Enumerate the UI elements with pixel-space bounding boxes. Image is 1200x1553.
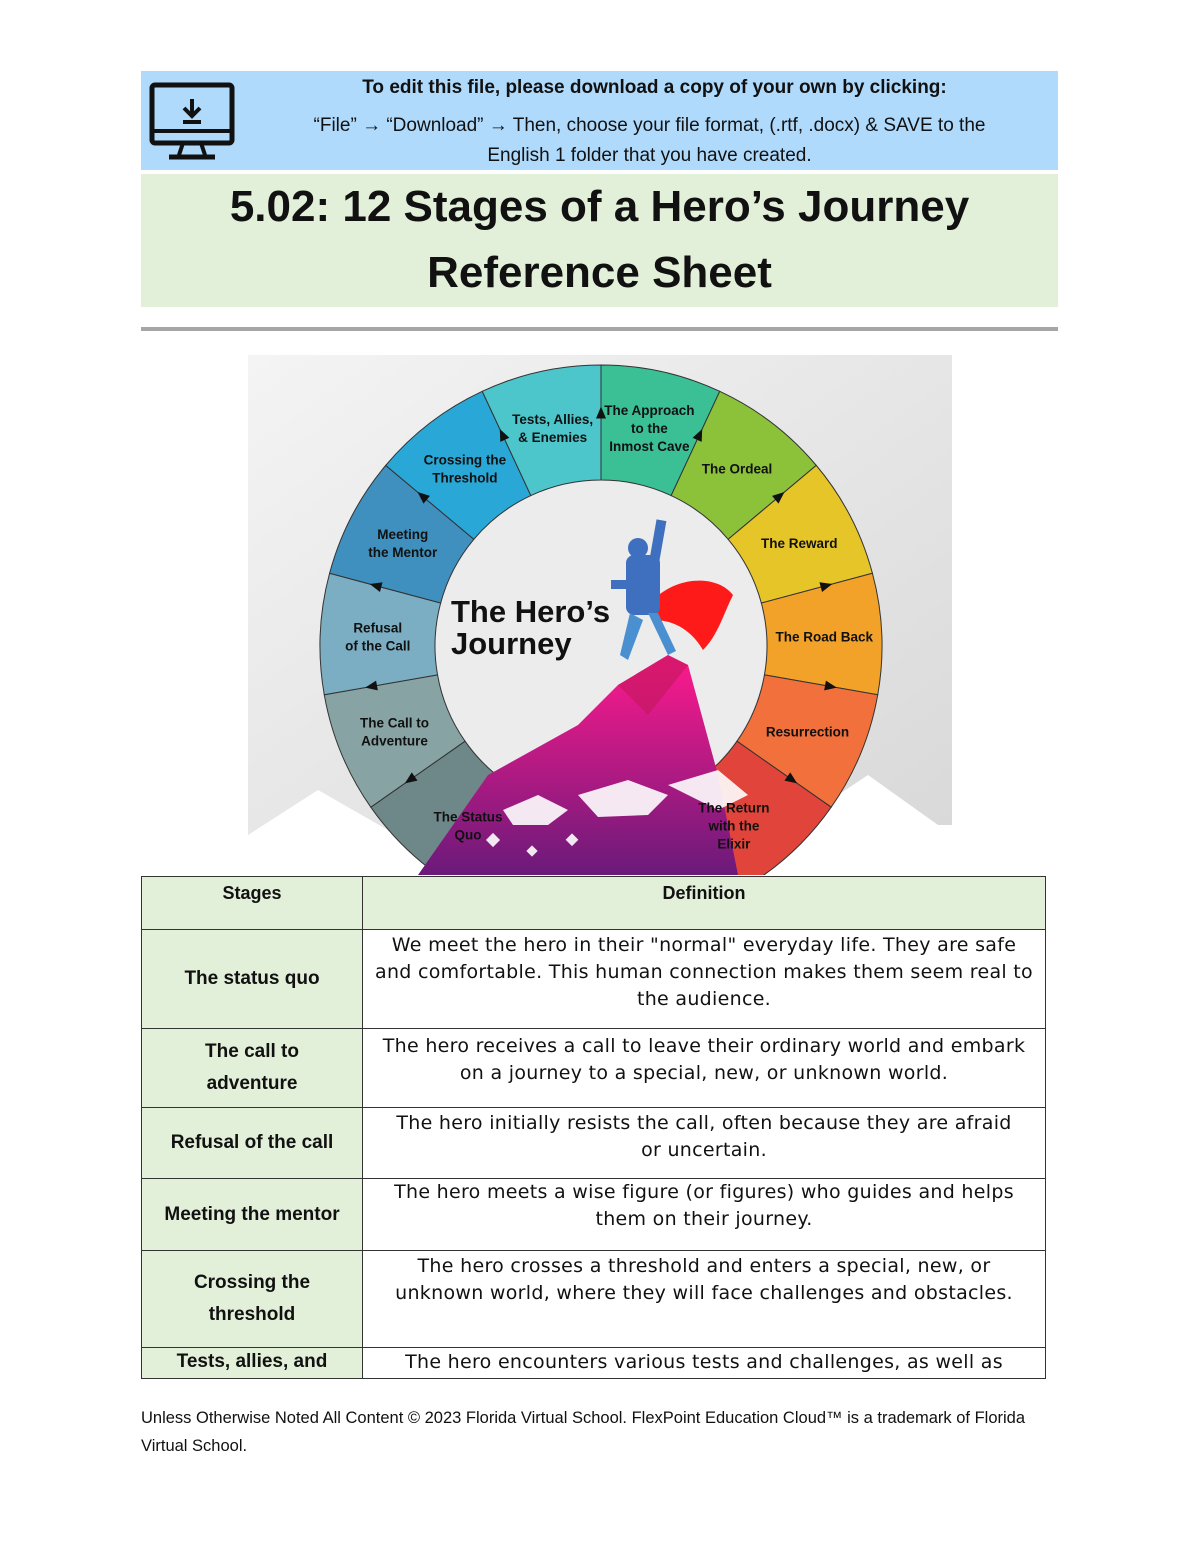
arrow-icon: [369, 582, 383, 592]
stage-label: The Reward: [761, 536, 838, 551]
arrow-icon: [499, 428, 510, 442]
page-title-line-1: 5.02: 12 Stages of a Hero’s Journey: [229, 182, 970, 231]
arrow-icon: [596, 406, 606, 419]
center-title-line-2: Journey: [451, 626, 572, 661]
stage-cell: Meeting the mentor: [141, 1178, 363, 1251]
definition-cell: The hero receives a call to leave their …: [362, 1028, 1046, 1108]
snow-hill-left: [248, 790, 428, 875]
copyright-footer: Unless Otherwise Noted All Content © 202…: [141, 1409, 1026, 1455]
table-header-row: Stages Definition: [141, 876, 1046, 930]
center-title: The Hero’s Journey: [451, 594, 610, 661]
page-title-line-2: Reference Sheet: [427, 248, 772, 297]
stage-cell: Refusal of the call: [141, 1107, 363, 1179]
divider: [141, 327, 1058, 331]
banner-line-3: English 1 folder that you have created.: [487, 145, 812, 166]
stage-cell: Crossing the threshold: [141, 1250, 363, 1348]
arrow-icon: [404, 772, 418, 784]
stage-cell: The call to adventure: [141, 1028, 363, 1108]
arrow-icon: [819, 582, 833, 592]
banner-line-2: “File” → “Download” → Then, choose your …: [313, 115, 986, 136]
stage-label: The Ordeal: [702, 462, 773, 477]
banner-instructions: “File” → “Download” → Then, choose your …: [241, 111, 1058, 171]
definition-cell: The hero initially resists the call, oft…: [362, 1107, 1046, 1179]
stages-table: Stages Definition The status quo We meet…: [141, 876, 1046, 1379]
definition-cell: The hero encounters various tests and ch…: [362, 1347, 1046, 1379]
definition-cell: The hero crosses a threshold and enters …: [362, 1250, 1046, 1348]
arrow-icon: [417, 492, 430, 504]
table-row: The status quo We meet the hero in their…: [141, 929, 1046, 1029]
table-row: Meeting the mentor The hero meets a wise…: [141, 1178, 1046, 1251]
arrow-icon: [365, 680, 378, 691]
table-row: Refusal of the call The hero initially r…: [141, 1107, 1046, 1179]
download-instructions-banner: To edit this file, please download a cop…: [141, 71, 1058, 170]
definition-cell: The hero meets a wise figure (or figures…: [362, 1178, 1046, 1251]
header-stages: Stages: [141, 876, 363, 930]
table-row: Tests, allies, and The hero encounters v…: [141, 1347, 1046, 1379]
monitor-download-icon: [149, 82, 235, 160]
stage-arrows: [365, 406, 837, 784]
stage-cell: Tests, allies, and: [141, 1347, 363, 1379]
header-definition: Definition: [362, 876, 1046, 930]
arrow-icon: [824, 680, 837, 691]
definition-cell: We meet the hero in their "normal" every…: [362, 929, 1046, 1029]
stage-label: Tests, Allies,& Enemies: [512, 412, 593, 445]
stage-cell: The status quo: [141, 929, 363, 1029]
mountain: [418, 655, 738, 875]
arrow-icon: [784, 772, 798, 784]
hero-figure: [611, 519, 733, 660]
stage-label: Resurrection: [766, 725, 849, 740]
arrow-icon: [772, 492, 785, 504]
page-title: 5.02: 12 Stages of a Hero’s Journey Refe…: [141, 174, 1058, 307]
table-row: Crossing the threshold The hero crosses …: [141, 1250, 1046, 1348]
mountain-shade: [618, 655, 688, 715]
banner-heading: To edit this file, please download a cop…: [362, 77, 947, 98]
snow-hill-right: [768, 775, 952, 875]
snow-patches: [485, 770, 748, 857]
arrow-icon: [692, 428, 703, 442]
stage-label: The Road Back: [776, 629, 874, 644]
table-row: The call to adventure The hero receives …: [141, 1028, 1046, 1108]
center-title-line-1: The Hero’s: [451, 594, 610, 629]
